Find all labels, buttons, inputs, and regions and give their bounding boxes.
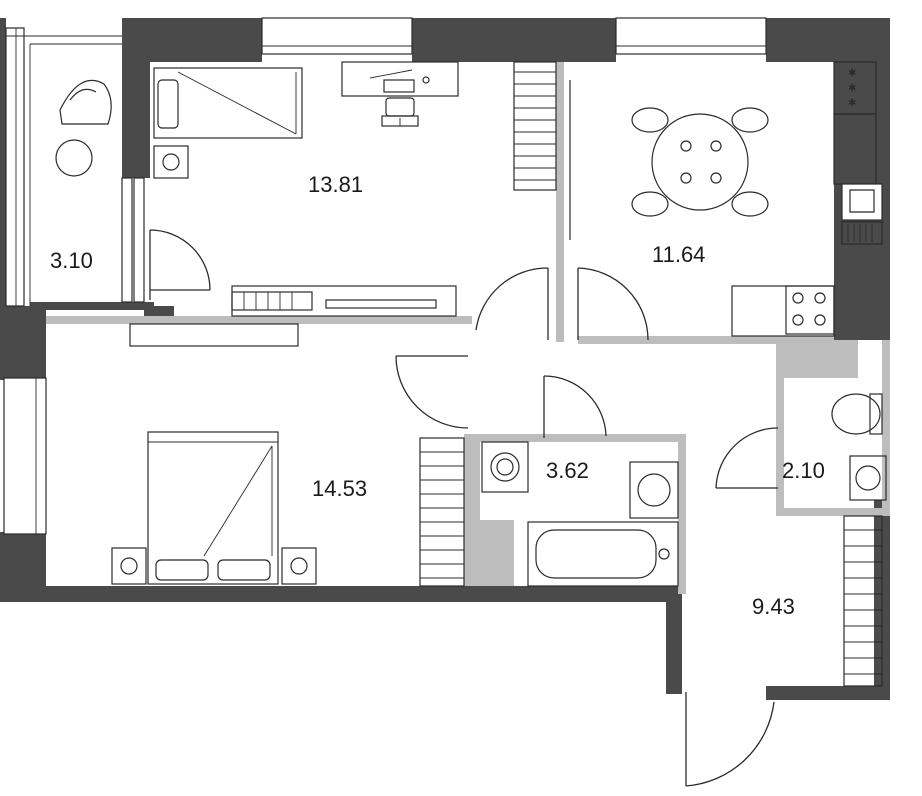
desk-icon <box>341 61 459 97</box>
wc-sink-icon <box>849 455 887 501</box>
stove-icon <box>785 285 835 335</box>
single-bed-icon <box>153 67 303 139</box>
bedroom-1-area-label: 13.81 <box>308 172 363 197</box>
washing-machine-icon <box>481 441 529 493</box>
storage-shelves <box>419 61 883 687</box>
windows <box>3 17 767 535</box>
kitchen-area-label: 11.64 <box>652 242 705 267</box>
svg-text:✱: ✱ <box>848 68 856 79</box>
kitchen-counter-icon: ✱ ✱ ✱ <box>731 61 883 337</box>
double-bed-icon <box>147 431 279 585</box>
nightstand-icon <box>153 145 189 179</box>
toilet-icon <box>831 393 883 435</box>
balcony-area-label: 3.10 <box>50 248 93 273</box>
doors <box>121 177 779 787</box>
bedroom-2-area-label: 14.53 <box>312 476 367 501</box>
dining-table-icon <box>631 107 769 217</box>
partitions <box>46 62 890 594</box>
furniture: ✱ ✱ ✱ <box>55 61 887 587</box>
shelf-icon <box>231 285 457 317</box>
bathroom-area-label: 3.62 <box>546 458 589 483</box>
nightstand-right-icon <box>281 547 317 585</box>
round-table-icon <box>55 139 93 177</box>
nightstand-left-icon <box>111 547 147 585</box>
svg-text:✱: ✱ <box>848 98 856 109</box>
svg-text:✱: ✱ <box>848 83 856 94</box>
office-chair-icon <box>381 97 419 127</box>
bathtub-icon <box>527 521 679 587</box>
sink-icon <box>629 461 679 519</box>
hallway-area-label: 9.43 <box>752 594 795 619</box>
tv-console-icon <box>129 323 299 347</box>
armchair-icon <box>59 79 112 125</box>
wc-area-label: 2.10 <box>782 458 825 483</box>
area-labels: 3.10 13.81 11.64 14.53 3.62 2.10 9.43 <box>50 172 825 619</box>
